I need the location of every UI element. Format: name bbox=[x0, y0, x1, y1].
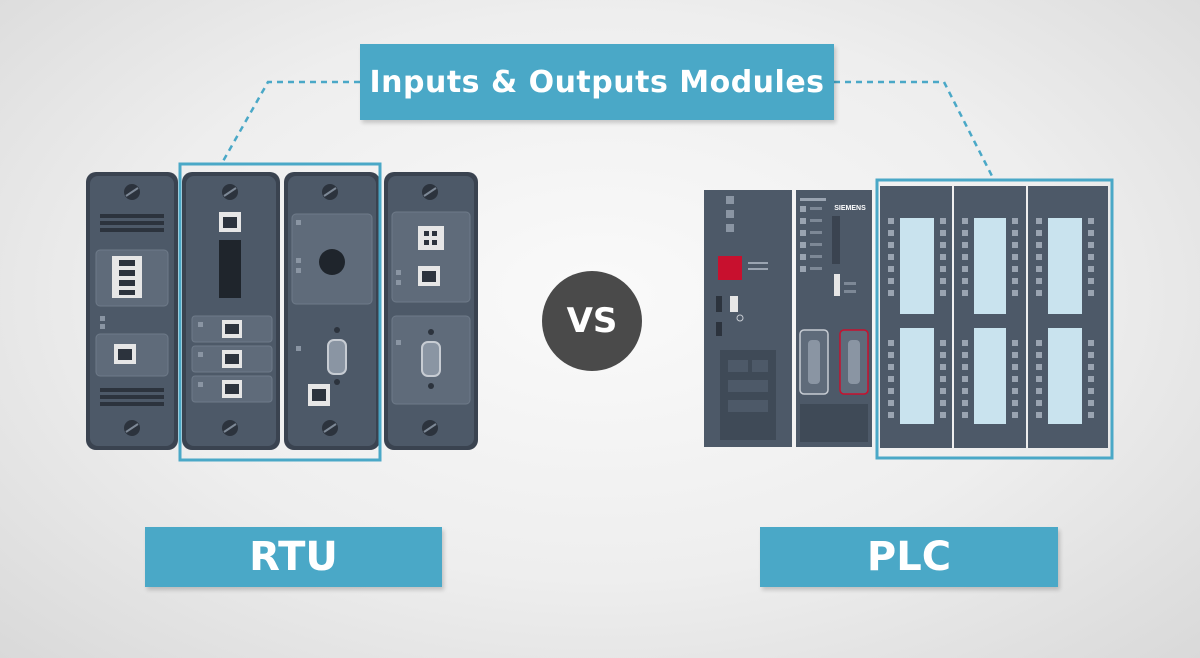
plc-io-highlight bbox=[875, 178, 1114, 460]
rtu-device bbox=[86, 162, 478, 462]
plc-power-module bbox=[704, 190, 792, 447]
plc-label: PLC bbox=[866, 534, 952, 580]
rtu-module-4 bbox=[384, 172, 478, 450]
plc-cpu-module: SIEMENS bbox=[796, 190, 872, 447]
connector-line-right bbox=[834, 80, 994, 177]
title-text: Inputs & Outputs Modules bbox=[369, 64, 825, 100]
vs-text: VS bbox=[566, 301, 618, 341]
plc-brand-label: SIEMENS bbox=[834, 205, 866, 212]
rtu-label: RTU bbox=[249, 534, 338, 580]
plc-io-modules bbox=[880, 186, 1108, 448]
plc-label-banner: PLC bbox=[760, 527, 1058, 587]
rtu-module-2 bbox=[182, 172, 280, 450]
plc-device: SIEMENS bbox=[704, 178, 1114, 460]
rtu-label-banner: RTU bbox=[145, 527, 442, 587]
vs-badge: VS bbox=[542, 271, 642, 371]
connector-line-left bbox=[220, 80, 360, 164]
rtu-io-highlight bbox=[178, 162, 382, 462]
rtu-module-1 bbox=[86, 172, 178, 450]
rtu-module-3 bbox=[284, 172, 380, 450]
title-banner: Inputs & Outputs Modules bbox=[360, 44, 834, 120]
